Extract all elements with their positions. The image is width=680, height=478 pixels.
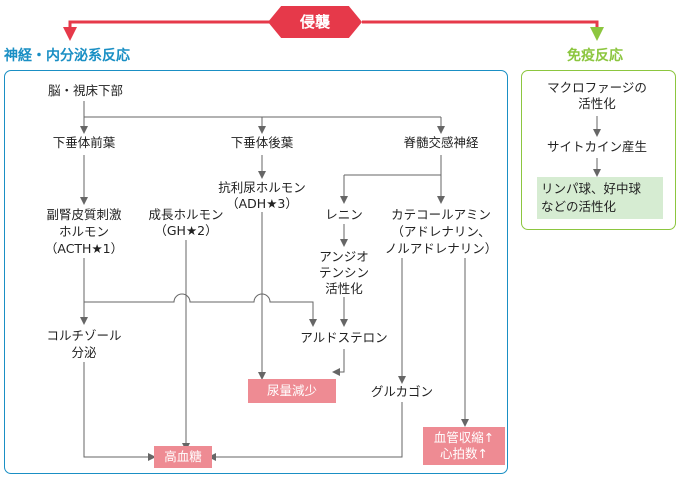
catechol-line: カテコールアミン	[391, 207, 491, 222]
gh-line: 成長ホルモン	[148, 207, 224, 222]
cytokine-node: サイトカイン産生	[546, 139, 647, 154]
lymphocyte-box: リンパ球、好中球 などの活性化	[537, 177, 663, 219]
immune-panel	[521, 70, 676, 230]
posterior-pituitary-node: 下垂体後葉	[230, 135, 294, 150]
vasoconstriction-box: 血管収縮↑ 心拍数↑	[423, 427, 505, 465]
invasion-to-neuro-arrow	[63, 20, 272, 41]
hyperglycemia-box: 高血糖	[154, 446, 212, 468]
lympho-line: リンパ球、好中球	[541, 181, 642, 196]
invasion-badge: 侵襲	[268, 6, 362, 38]
angio-line: アンジオ	[319, 249, 369, 264]
anterior-pituitary-node: 下垂体前葉	[52, 135, 116, 150]
macrophage-line: マクロファージの	[547, 80, 647, 95]
catechol-line: ノルアドレナリン）	[384, 241, 498, 256]
neuro-panel	[4, 70, 508, 474]
invasion-to-immune-arrow	[362, 20, 604, 41]
adh-line: （ADH★3）	[226, 196, 298, 211]
macrophage-line: 活性化	[578, 96, 616, 111]
sympathetic-node: 脊髄交感神経	[403, 135, 479, 150]
invasion-label: 侵襲	[299, 13, 330, 31]
glucagon-node: グルカゴン	[370, 384, 434, 399]
brain-node: 脳・視床下部	[48, 83, 124, 98]
neuro-title: 神経・内分泌系反応	[4, 48, 130, 64]
adh-line: 抗利尿ホルモン	[218, 180, 306, 195]
cortisol-line: 分泌	[71, 345, 97, 360]
lympho-line: などの活性化	[541, 199, 617, 214]
renin-node: レニン	[325, 207, 363, 222]
acth-line: （ACTH★1）	[44, 241, 124, 256]
cortisol-line: コルチゾール	[46, 328, 122, 343]
vaso-line: 心拍数↑	[440, 446, 488, 461]
acth-line: 副腎皮質刺激	[46, 207, 122, 222]
catechol-line: （アドレナリン、	[391, 224, 491, 239]
gh-line: （GH★2）	[154, 223, 218, 238]
urine-reduction-box: 尿量減少	[248, 379, 336, 403]
vaso-line: 血管収縮↑	[433, 430, 495, 445]
angio-line: テンシン	[318, 265, 369, 280]
immune-title: 免疫反応	[567, 48, 623, 64]
acth-line: ホルモン	[58, 224, 109, 239]
angio-line: 活性化	[325, 281, 363, 296]
aldosterone-node: アルドステロン	[300, 330, 388, 345]
